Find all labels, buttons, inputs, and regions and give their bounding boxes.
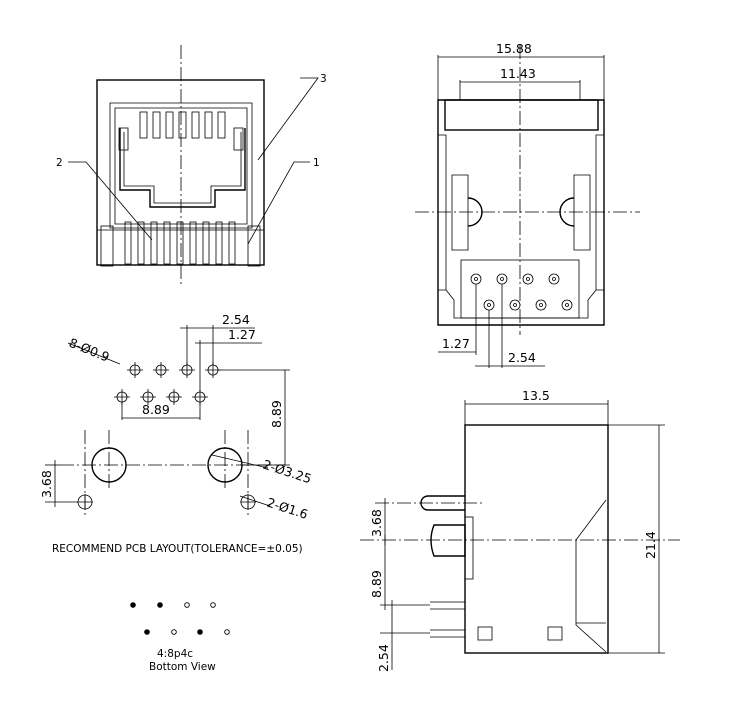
front-view: 3 2 1: [56, 45, 327, 285]
pcb-dim-peg-holes: 2-Ø1.6: [265, 495, 310, 522]
pinout-dot: [210, 602, 216, 608]
callout-2: 2: [56, 157, 63, 169]
dim-pitch-half: 1.27: [442, 336, 470, 351]
dim-post-offset: 3.68: [369, 509, 384, 537]
dim-inner-width: 11.43: [500, 66, 536, 81]
dim-pin-offset: 2.54: [376, 644, 391, 672]
callout-1: 1: [313, 157, 320, 169]
pcb-dim-pitch: 2.54: [222, 312, 250, 327]
dim-depth: 13.5: [522, 388, 550, 403]
pcb-layout: 2.54 1.27 8-Ø0.9 8.89 8.89 2-Ø3.25 3.68 …: [39, 312, 313, 555]
pinout-dot: [130, 602, 136, 608]
callout-3: 3: [320, 73, 327, 85]
top-pins: [470, 273, 573, 311]
side-view: 13.5 21.4 3.68 8.89 2.54: [360, 388, 680, 672]
pcb-dim-peg-offset: 3.68: [39, 470, 54, 498]
pinout-dot: [171, 629, 177, 635]
pinout-dot: [224, 629, 230, 635]
pcb-dim-pitch-half: 1.27: [228, 327, 256, 342]
pinout-view-label: Bottom View: [149, 661, 216, 673]
pcb-dim-post-holes: 2-Ø3.25: [261, 457, 313, 487]
dim-height: 21.4: [643, 531, 658, 559]
pinout-dot: [157, 602, 163, 608]
pinout-dot: [144, 629, 150, 635]
dim-pitch: 2.54: [508, 350, 536, 365]
top-view: 15.88 11.43 1.27 2.54: [415, 41, 640, 368]
pinout-dot: [197, 629, 203, 635]
dim-overall-width: 15.88: [496, 41, 532, 56]
pinout-bottom-view: 4:8p4c Bottom View: [130, 602, 230, 673]
pcb-dim-pin-holes: 8-Ø0.9: [67, 335, 112, 365]
pcb-dim-pin-span: 8.89: [142, 402, 170, 417]
pinout-dot: [184, 602, 190, 608]
pcb-post-hole-left: [91, 447, 127, 483]
pcb-layout-caption: RECOMMEND PCB LAYOUT(TOLERANCE=±0.05): [52, 543, 303, 555]
dim-row-spacing: 8.89: [369, 570, 384, 598]
pcb-pin-holes: [114, 362, 221, 405]
pinout-config: 4:8p4c: [157, 648, 193, 660]
front-leads: [97, 221, 264, 267]
pcb-dim-row-to-post: 8.89: [269, 400, 284, 428]
contact-fingers: [139, 111, 226, 139]
